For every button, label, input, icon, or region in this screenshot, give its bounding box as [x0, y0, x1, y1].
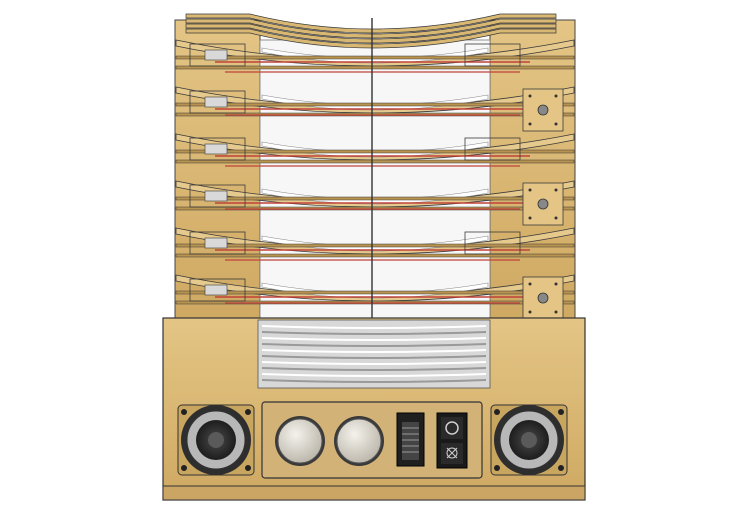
tier	[175, 39, 575, 73]
right-speaker-icon	[490, 404, 568, 476]
left-column	[174, 19, 261, 321]
recess-layers	[261, 325, 487, 383]
tone-knob-icon	[334, 416, 384, 466]
tier-group	[175, 13, 575, 320]
tower-interior	[259, 39, 491, 321]
top-cap	[185, 13, 557, 49]
left-speaker-icon	[177, 404, 255, 476]
tier	[175, 180, 575, 226]
right-column	[489, 19, 576, 321]
tier	[175, 86, 575, 132]
tier	[175, 227, 575, 261]
slider-switch-icon	[396, 412, 425, 467]
volume-knob-icon	[275, 416, 325, 466]
power-switch-icon	[436, 412, 468, 469]
